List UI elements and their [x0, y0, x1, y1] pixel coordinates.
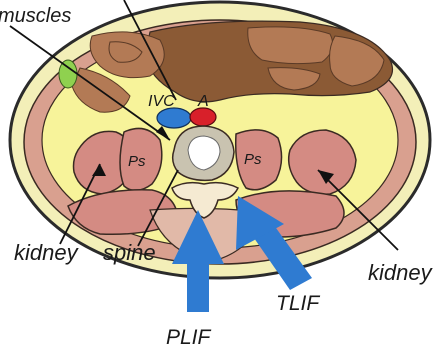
kidney-right — [289, 130, 356, 194]
label-aorta: A — [197, 93, 209, 110]
label-kidney-left: kidney — [14, 240, 80, 265]
label-ivc: IVC — [148, 93, 175, 110]
label-kidney-right: kidney — [368, 260, 434, 285]
label-muscles: muscles — [0, 5, 71, 27]
label-spine: spine — [103, 240, 156, 265]
aorta — [190, 108, 216, 126]
label-plif: PLIF — [166, 326, 212, 349]
ivc — [157, 108, 191, 128]
bowel-loop-1 — [248, 27, 333, 64]
label-psoas-left: Ps — [128, 153, 146, 170]
gallbladder — [59, 60, 77, 88]
label-psoas-right: Ps — [244, 151, 262, 168]
label-tlif: TLIF — [276, 292, 320, 315]
